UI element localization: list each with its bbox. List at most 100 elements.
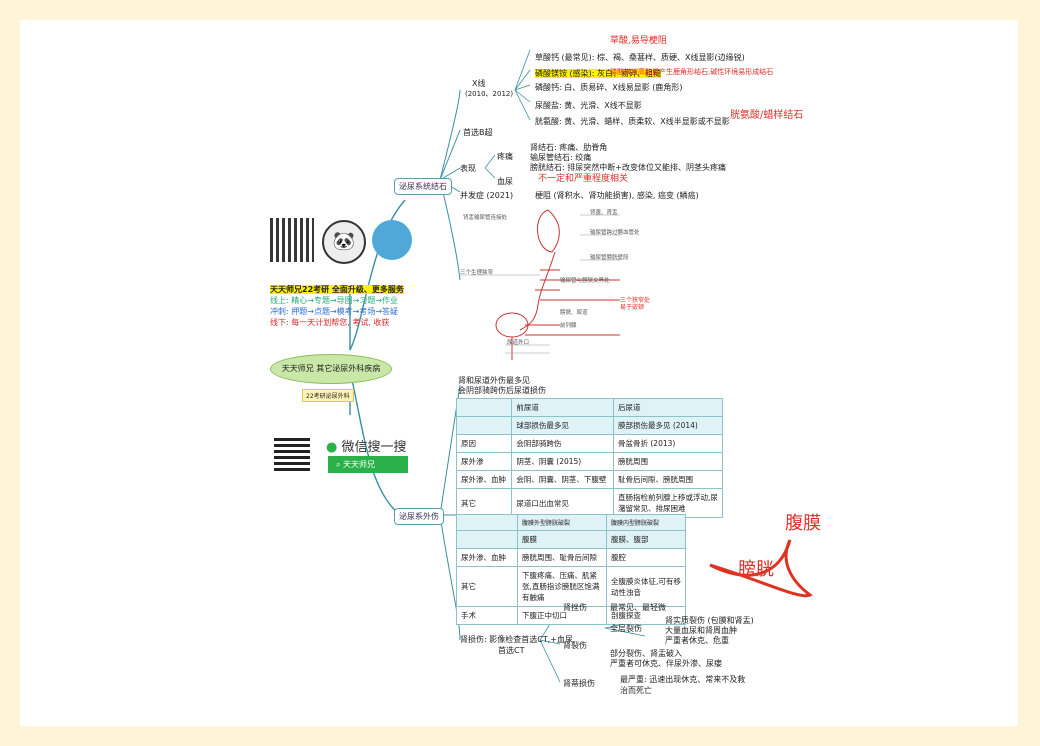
promo-line-1: 天天师兄22考研 全面升级、更多服务 [270,285,404,295]
b2-g2-item3: 严重者可休克、伴尿外渗、尿瘘 [610,659,722,668]
b2-g3-item: 最严重: 迅速出现休克、常来不及救治而死亡 [620,675,746,695]
t1-h2: 后尿道 [613,398,723,417]
branch-stones-label: 泌尿系统结石 [399,182,447,191]
wechat-search-text: 微信搜一搜 [341,440,407,455]
t1-r1-c2: 膀胱周围 [613,452,723,471]
b1-item-2-text: 磷酸镁铵 (感染): 灰白、易碎、粗糙 [535,69,662,78]
red-word-1: 腹膜 [785,513,821,534]
table-row: 尿外渗、血肿会阴、阴囊、阴茎、下腹壁耻骨后间隙、膀胱周围 [455,470,723,489]
t1-h1: 前尿道 [511,398,614,417]
b2-g1-item: 最常见、最轻微 [610,603,666,612]
anatomy-red-note: 三个狭窄处 易于嵌顿 [620,297,651,311]
urethra-table: 前尿道后尿道 球部损伤最多见膜部损伤最多见 (2014) 原因会阴部骑跨伤骨盆骨… [455,398,723,518]
center-title: 天天师兄 其它泌尿外科疾病 [281,364,381,373]
t2-s2: 腹膜、腹部 [606,530,686,549]
b1-c1-item-1: 肾结石: 疼痛、肋脊角 [530,143,608,152]
t1-s1: 球部损伤最多见 [511,416,614,435]
b1-node-c1: 疼痛 [497,152,513,161]
t1-h0 [455,398,513,417]
promo-line-4: 线下: 每一天计划帮您, 考试, 收获 [270,318,390,327]
t2-r0-c1: 膀胱周围、耻骨后间隙 [517,548,607,567]
b2-g2: 肾裂伤 [563,641,587,650]
qr-code-top [270,218,314,262]
b2-node-a-sub: 首选CT [498,646,525,655]
t1-r0-c2: 骨盆骨折 (2013) [613,434,723,453]
circle-qr-icon [372,220,412,260]
b2-g2-sub-2: 大量血尿和肾周血肿 [665,626,737,635]
branch-stones[interactable]: 泌尿系统结石 [394,178,452,195]
table-row: 尿外渗、血肿膀胱周围、耻骨后间隙腹腔 [456,548,686,567]
b2-g3: 肾蒂损伤 [563,679,595,688]
wechat-search-btn-label: 天天师兄 [343,460,376,469]
t2-h0 [456,514,518,531]
b1-node-a-sub: (2010、2012) [465,90,514,98]
anatomy-label-1: 肾盂输尿管连接处 [463,215,508,221]
t1-r2-c1: 会阴、阴囊、阴茎、下腹壁 [511,470,614,489]
qr-code-bottom [274,435,310,471]
center-node[interactable]: 天天师兄 其它泌尿外科疾病 [270,354,392,384]
b2-g2-item1: 全层裂伤 [610,624,642,633]
t2-r2-c1: 下腹正中切口 [517,606,607,625]
t2-r0-c2: 腹腔 [606,548,686,567]
anatomy-label-8: 前列腺 [560,323,577,329]
b1-item-1: 草酸钙 (最常见): 棕、褐、桑葚样、质硬、X线显影(边缘锐) [535,53,745,62]
red-note-c2: 不一定和严重程度相关 [538,174,629,184]
table-row: 尿外渗阴茎、阴囊 (2015)膀胱周围 [455,452,723,471]
b2-g2-sub-1: 肾实质裂伤 (包膜和肾盂) [665,616,754,625]
table1-caption-1: 肾和尿道外伤最多见 [458,376,530,385]
t1-r3-c0: 其它 [455,488,513,518]
table-row: 手术下腹正中切口剖腹探查 [456,606,686,625]
b1-node-d: 并发症 (2021) [460,191,514,200]
b2-node-a: 肾损伤: 影像检查首选CT,+血尿 [460,635,573,644]
red-note-side: 胱氨酸/蜡样结石 [730,110,804,121]
b2-g1: 肾挫伤 [563,603,587,612]
t1-s0 [455,416,513,435]
panda-icon: 🐼 [322,220,366,264]
b1-item-4: 尿酸盐: 黄、光滑、X线不显影 [535,101,642,110]
t2-r2-c2: 剖腹探查 [606,606,686,625]
promo-line-3: 冲刺: 押题→点题→模考→考场→答疑 [270,307,399,316]
bladder-table: 腹膜外型膀胱破裂腹膜内型膀胱破裂 腹膜腹膜、腹部 尿外渗、血肿膀胱周围、耻骨后间… [456,514,686,625]
t1-r0-c0: 原因 [455,434,513,453]
b1-node-c2: 血尿 [497,177,513,186]
search-icon: ⌕ [336,460,341,469]
t1-s2: 膜部损伤最多见 (2014) [613,416,723,435]
branch-trauma[interactable]: 泌尿系外伤 [394,508,444,525]
t2-h1: 腹膜外型膀胱破裂 [517,514,607,531]
t2-s0 [456,530,518,549]
anatomy-label-9: 尿道外口 [507,340,530,346]
table1-caption-2: 会阴部骑跨伤后尿道损伤 [458,386,546,395]
promo-line-2: 线上: 精心→专题→导图→习题→作业 [270,296,399,305]
branch-trauma-label: 泌尿系外伤 [399,512,439,521]
wechat-search-button[interactable]: ⌕ 天天师兄 [328,456,408,473]
wechat-search-box[interactable]: ● 微信搜一搜 [326,436,407,455]
table-row: 原因会阴部骑跨伤骨盆骨折 (2013) [455,434,723,453]
t2-r1-c2: 全腹膜炎体征,可有移动性浊音 [606,566,686,607]
t2-r0-c0: 尿外渗、血肿 [456,548,518,567]
t1-r0-c1: 会阴部骑跨伤 [511,434,614,453]
b1-c1-item-3: 膀胱结石: 排尿突然中断+改变体位又能排、阴茎头疼痛 [530,163,726,172]
urinary-sketch [495,209,620,360]
b2-g2-item2: 部分裂伤、肾盂破入 [610,649,682,658]
center-subtitle: 22考研泌尿外科 [302,389,354,402]
anatomy-label-6: 三个生理狭窄 [460,270,494,276]
table-row: 其它下腹疼痛、压痛、肌紧张,直肠指诊膀胱区饱满有触痛全腹膜炎体征,可有移动性浊音 [456,566,686,607]
b1-node-c: 表现 [460,164,476,173]
b1-node-b: 首选B超 [463,128,493,137]
wechat-icon: ● [326,440,338,455]
t1-r1-c1: 阴茎、阴囊 (2015) [511,452,614,471]
red-note-mid: 磷酸镁铵高能量产生鹿角形结石,碱性环境易形成结石 [610,68,774,76]
b1-item-5: 胱氨酸: 黄、光滑、蜡样、质柔软、X线半显影或不显影 [535,117,730,126]
t2-r2-c0: 手术 [456,606,518,625]
anatomy-label-3: 输尿管跨过髂血管处 [590,230,640,236]
anatomy-label-2: 肾盏、肾盂 [590,210,618,216]
t2-s1: 腹膜 [517,530,607,549]
b1-node-d-item: 梗阻 (肾积水、肾功能损害), 感染, 癌变 (鳞癌) [535,191,699,200]
red-word-2: 膀胱 [738,559,774,580]
center-subtitle-text: 22考研泌尿外科 [306,393,350,400]
b1-node-a: X线 [472,79,486,88]
mindmap-canvas: 🐼 天天师兄22考研 全面升级、更多服务 线上: 精心→专题→导图→习题→作业 … [20,20,1018,726]
red-note-top: 草酸,易导梗阻 [610,36,667,46]
t1-r2-c2: 耻骨后间隙、膀胱周围 [613,470,723,489]
b1-item-3: 磷酸钙: 白、质易碎、X线易显影 (鹿角形) [535,83,683,92]
